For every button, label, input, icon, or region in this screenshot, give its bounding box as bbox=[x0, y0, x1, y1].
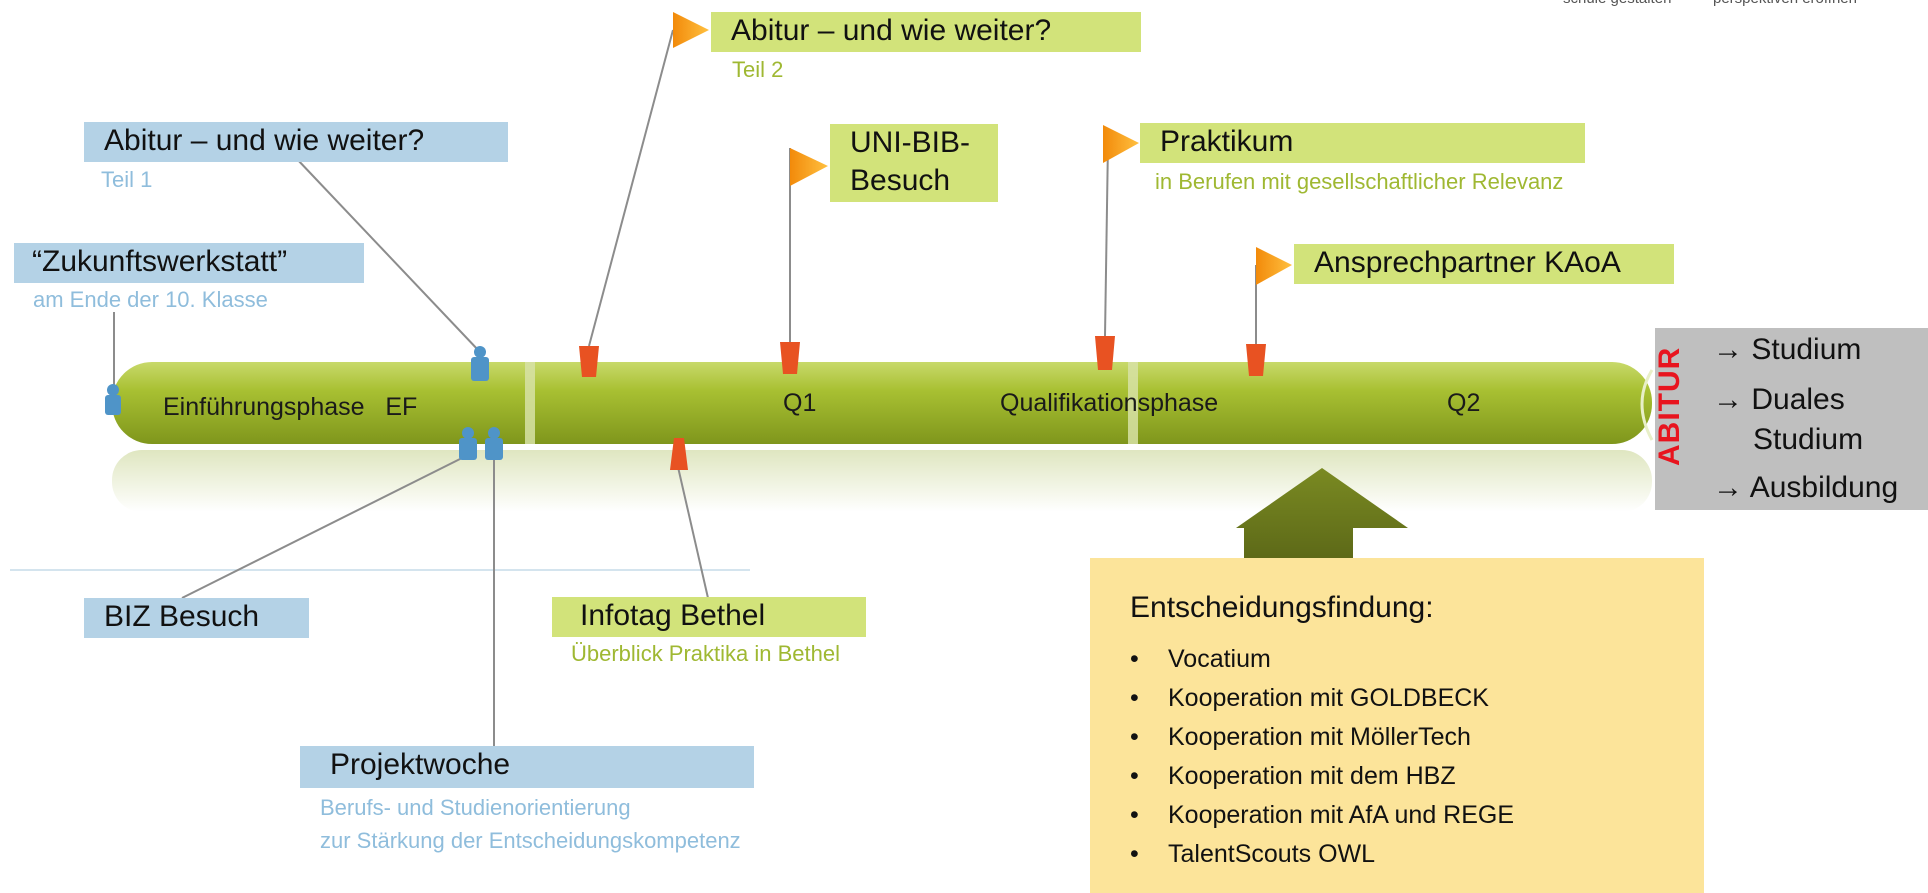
flag-unibib bbox=[790, 148, 828, 186]
decision-title: Entscheidungsfindung: bbox=[1130, 591, 1434, 624]
outcome-arrow-icon: → bbox=[1713, 383, 1743, 416]
phase-label-q1: Q1 bbox=[783, 389, 817, 417]
decision-item: •Vocatium bbox=[1130, 645, 1271, 673]
decision-item: •Kooperation mit AfA und REGE bbox=[1130, 801, 1515, 829]
marker-infotag bbox=[670, 438, 688, 470]
header-tagline-right: perspektiven eröffnen bbox=[1713, 0, 1857, 8]
marker-projekt bbox=[485, 427, 503, 460]
marker-abitur1 bbox=[471, 346, 489, 381]
outcome-arrow-icon: → bbox=[1713, 333, 1743, 366]
outcome-ausbildung: → Ausbildung bbox=[1713, 471, 1899, 504]
timeline-reflection bbox=[112, 450, 1652, 512]
unibib-label: UNI-BIB- Besuch bbox=[830, 124, 998, 202]
praktikum-sub: in Berufen mit gesellschaftlicher Releva… bbox=[1155, 169, 1564, 194]
outcome-duales-studium-line2: Studium bbox=[1753, 423, 1864, 456]
decision-item: •Kooperation mit GOLDBECK bbox=[1130, 684, 1489, 712]
header-tagline-left: schule gestalten bbox=[1563, 0, 1671, 8]
marker-unibib bbox=[780, 342, 800, 374]
outcome-duales-studium: → Duales bbox=[1713, 383, 1845, 416]
abitur2-sub: Teil 2 bbox=[732, 57, 784, 82]
marker-praktikum bbox=[1095, 336, 1115, 370]
biz-label: BIZ Besuch bbox=[84, 598, 309, 638]
phase-label-ef: Einführungsphase EF bbox=[163, 393, 418, 421]
outcome-studium: → Studium bbox=[1713, 333, 1862, 366]
decision-box bbox=[1090, 558, 1704, 893]
phase-label-qualifikation: Qualifikationsphase bbox=[1000, 389, 1219, 417]
flag-kaoa bbox=[1256, 247, 1292, 285]
marker-biz bbox=[459, 427, 477, 460]
flag-praktikum bbox=[1103, 125, 1139, 163]
decision-item: •Kooperation mit dem HBZ bbox=[1130, 762, 1456, 790]
abitur1-sub: Teil 1 bbox=[101, 167, 153, 192]
projekt-sub-1: Berufs- und Studienorientierung bbox=[320, 795, 631, 820]
abitur1-label: Abitur – und wie weiter? bbox=[84, 122, 508, 162]
decision-item: •Kooperation mit MöllerTech bbox=[1130, 723, 1471, 751]
zukunft-sub: am Ende der 10. Klasse bbox=[33, 287, 268, 312]
decision-list: •Vocatium •Kooperation mit GOLDBECK •Koo… bbox=[1130, 640, 1514, 874]
timeline-bar bbox=[112, 362, 1652, 444]
marker-kaoa bbox=[1246, 344, 1266, 376]
outcome-arrow-icon: → bbox=[1713, 471, 1743, 504]
abitur-label: ABITUR bbox=[1653, 346, 1686, 466]
phase-separator-1 bbox=[525, 362, 535, 444]
phase-separator-2 bbox=[1128, 362, 1138, 444]
kaoa-label: Ansprechpartner KAoA bbox=[1294, 244, 1674, 284]
abitur2-label: Abitur – und wie weiter? bbox=[711, 12, 1141, 52]
flag-abitur2 bbox=[673, 12, 709, 48]
infotag-label: Infotag Bethel bbox=[552, 597, 866, 637]
phase-label-q2: Q2 bbox=[1447, 389, 1481, 417]
decision-item: •TalentScouts OWL bbox=[1130, 840, 1376, 868]
projekt-label: Projektwoche bbox=[300, 746, 754, 788]
zukunft-label: “Zukunftswerkstatt” bbox=[14, 243, 364, 283]
unibib-line2: Besuch bbox=[850, 164, 951, 197]
projekt-sub-2: zur Stärkung der Entscheidungskompetenz bbox=[320, 828, 741, 853]
abitur-box bbox=[1655, 328, 1928, 510]
unibib-line1: UNI-BIB- bbox=[850, 126, 970, 159]
infotag-sub: Überblick Praktika in Bethel bbox=[571, 641, 841, 666]
marker-zukunft bbox=[105, 384, 121, 415]
marker-abitur2 bbox=[579, 346, 599, 377]
praktikum-label: Praktikum bbox=[1140, 123, 1585, 163]
